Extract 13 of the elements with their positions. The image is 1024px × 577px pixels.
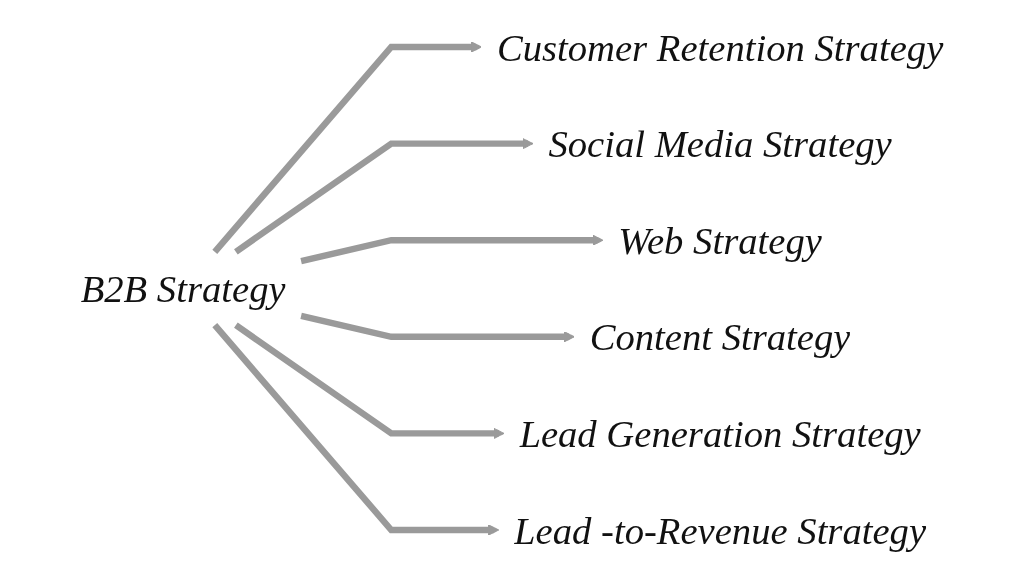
node-text: Lead -to-Revenue Strategy [514, 508, 927, 552]
arrow [212, 323, 500, 536]
arrow [234, 322, 505, 440]
arrow [300, 234, 604, 265]
arrow [212, 41, 482, 254]
node-text: Social Media Strategy [548, 122, 892, 165]
arrow [300, 312, 575, 343]
node-text: Customer Retention Strategy [496, 25, 944, 69]
node-text: Content Strategy [589, 315, 851, 359]
node-text: Lead Generation Strategy [519, 412, 921, 455]
node-text: B2B Strategy [80, 267, 286, 310]
arrow [234, 137, 534, 255]
node-text: Web Strategy [618, 218, 822, 262]
